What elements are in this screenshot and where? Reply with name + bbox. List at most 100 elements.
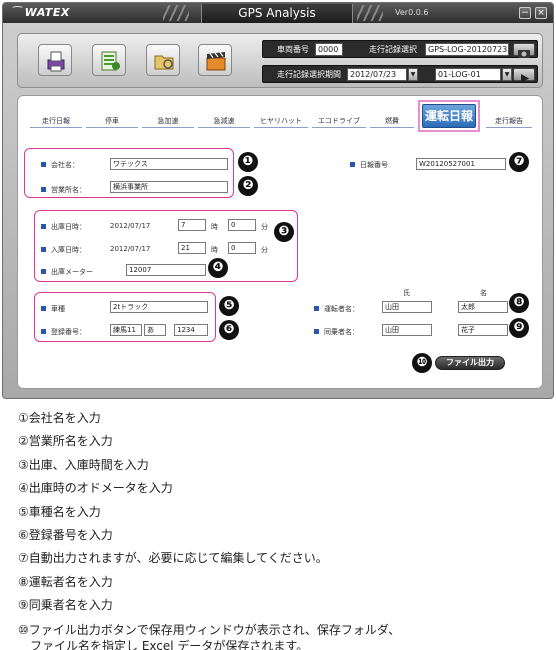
tab-stop[interactable]: 停車	[86, 114, 138, 128]
plate-area-input[interactable]: 練馬11	[110, 324, 142, 336]
tab-driving-log[interactable]: 運転日報	[422, 104, 476, 128]
camera-button[interactable]	[513, 43, 535, 58]
plate-label: 登録番号：	[51, 328, 86, 336]
plate-kana-input[interactable]: あ	[144, 324, 166, 336]
callout-badge-10: ❿	[412, 353, 432, 373]
company-bullet	[41, 162, 46, 167]
movie-button[interactable]	[198, 44, 232, 76]
instruction-2: ②営業所名を入力	[18, 434, 113, 449]
instruction-3: ③出庫、入庫時間を入力	[18, 457, 149, 472]
car-type-bullet	[41, 306, 46, 311]
close-button[interactable]: ×	[535, 7, 547, 19]
watex-logo: ⁀WATEX	[13, 6, 70, 19]
period-date-dropdown[interactable]: ▼	[408, 68, 418, 81]
out-label: 出庫日時：	[51, 223, 86, 231]
instruction-8: ⑧運転者名を入力	[18, 574, 113, 589]
driver-surname-input[interactable]: 山田	[382, 301, 432, 313]
driver-given-input[interactable]: 太郎	[458, 301, 508, 313]
callout-badge-4: ❹	[208, 258, 228, 278]
plate-bullet	[41, 329, 46, 334]
instruction-1: ①会社名を入力	[18, 411, 101, 425]
plate-number-input[interactable]: 1234	[174, 324, 208, 336]
print-icon	[47, 51, 65, 72]
play-button[interactable]	[513, 68, 535, 83]
vehicle-group	[34, 292, 216, 342]
in-min-input[interactable]: 0	[228, 242, 256, 254]
instruction-list: ①会社名を入力 ②営業所名を入力 ③出庫、入庫時間を入力 ④出庫時のオドメータを…	[18, 407, 548, 650]
version-label: Ver0.0.6	[395, 8, 429, 17]
instruction-10-continued: ファイル名を指定し Excel データが保存されます。	[30, 638, 309, 650]
travel-select-field[interactable]: GPS-LOG-20120723.gps	[425, 43, 509, 56]
out-min-input[interactable]: 0	[228, 219, 256, 231]
title-stripes-right	[357, 5, 383, 21]
callout-badge-9: ❾	[509, 318, 529, 338]
period-row: 走行記録選択期間 2012/07/23 ▼ 01-LOG-01 ▼	[262, 65, 538, 83]
vehicle-no-field[interactable]: 0000	[315, 43, 343, 56]
minimize-button[interactable]: −	[519, 7, 531, 19]
play-icon	[521, 74, 529, 83]
callout-badge-8: ❽	[509, 293, 529, 313]
tab-rapid-decel[interactable]: 急減速	[198, 114, 250, 128]
passenger-surname-input[interactable]: 山田	[382, 324, 432, 336]
time-group	[34, 210, 298, 282]
in-hour-input[interactable]: 21	[178, 242, 206, 254]
instruction-7: ⑦自動出力されますが、必要に応じて編集してください。	[18, 551, 328, 566]
out-date: 2012/07/17	[110, 222, 151, 230]
surname-header: 氏	[403, 289, 410, 297]
logo-swoosh-icon: ⁀	[13, 6, 23, 19]
company-group	[24, 148, 234, 198]
odometer-input[interactable]: 12007	[126, 264, 206, 276]
clapperboard-icon	[206, 52, 226, 71]
passenger-given-input[interactable]: 花子	[458, 324, 508, 336]
instruction-5: ⑤車種名を入力	[18, 504, 101, 519]
company-input[interactable]: ワテックス	[110, 158, 228, 170]
excel-button[interactable]	[92, 44, 126, 76]
folder-icon	[154, 55, 174, 70]
in-hour-unit: 時	[211, 246, 218, 254]
office-label: 営業所名：	[51, 186, 86, 194]
instruction-9: ⑨同乗者名を入力	[18, 598, 113, 613]
vehicle-row: 車両番号 0000 走行記録選択 GPS-LOG-20120723.gps	[262, 40, 538, 58]
excel-icon	[101, 51, 120, 71]
tab-fuel[interactable]: 燃費	[370, 114, 414, 128]
given-name-header: 名	[480, 289, 487, 297]
file-output-button[interactable]: ファイル出力	[435, 356, 505, 370]
company-label: 会社名：	[51, 161, 79, 169]
tab-travel-report[interactable]: 走行日報	[30, 114, 82, 128]
out-hour-unit: 時	[211, 223, 218, 231]
toolbar: 車両番号 0000 走行記録選択 GPS-LOG-20120723.gps 走行…	[17, 33, 543, 88]
passenger-label: 同乗者名：	[324, 328, 359, 336]
callout-badge-5: ❺	[219, 296, 239, 316]
in-date: 2012/07/17	[110, 245, 151, 253]
driver-bullet	[314, 306, 319, 311]
callout-badge-1: ❶	[238, 152, 258, 172]
period-file-dropdown[interactable]: ▼	[502, 68, 512, 81]
out-hour-input[interactable]: 7	[178, 219, 206, 231]
office-input[interactable]: 横浜事業所	[110, 181, 228, 193]
tab-near-miss[interactable]: ヒヤリハット	[254, 114, 308, 128]
tab-rapid-accel[interactable]: 急加速	[142, 114, 194, 128]
driver-label: 運転者名：	[324, 305, 359, 313]
period-label: 走行記録選択期間	[277, 70, 341, 79]
report-no-bullet	[350, 162, 355, 167]
odometer-label: 出庫メーター	[51, 268, 93, 276]
period-file-field[interactable]: 01-LOG-01	[435, 68, 501, 81]
out-min-unit: 分	[261, 223, 268, 231]
instruction-10: ⑩ファイル出力ボタンで保存用ウィンドウが表示され、保存フォルダ、	[18, 622, 401, 637]
in-label: 入庫日時：	[51, 246, 86, 254]
report-no-input[interactable]: W20120527001	[416, 158, 506, 170]
open-folder-button[interactable]	[146, 44, 180, 76]
tab-travel-summary[interactable]: 走行報告	[486, 114, 532, 128]
instruction-6: ⑥登録番号を入力	[18, 528, 113, 543]
car-type-input[interactable]: 2tトラック	[110, 301, 208, 313]
office-bullet	[41, 187, 46, 192]
camera-icon	[518, 50, 530, 58]
tab-eco-drive[interactable]: エコドライブ	[312, 114, 366, 128]
period-date-field[interactable]: 2012/07/23	[347, 68, 407, 81]
logo-text: WATEX	[24, 6, 70, 19]
title-stripes-left	[163, 5, 189, 21]
in-bullet	[41, 247, 46, 252]
instruction-4: ④出庫時のオドメータを入力	[18, 481, 173, 496]
print-button[interactable]	[38, 44, 72, 76]
report-no-label: 日報番号	[360, 161, 388, 169]
